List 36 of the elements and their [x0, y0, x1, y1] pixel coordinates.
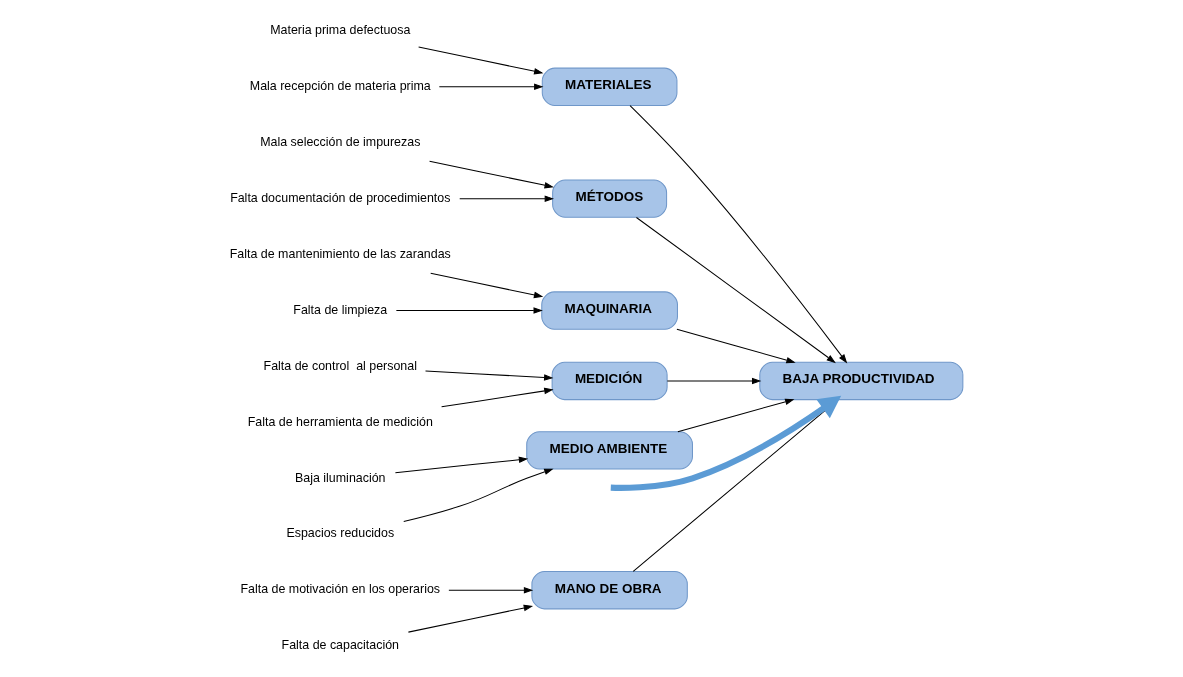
arrow — [440, 387, 554, 408]
node-text: Falta de motivación en los operarios — [240, 582, 440, 597]
node-text: Mala recepción de materia prima — [249, 78, 431, 93]
arrow — [394, 456, 528, 474]
arrow — [447, 586, 533, 594]
node-text: Falta de limpieza — [292, 302, 387, 317]
node-text: Falta documentación de procedimientos — [229, 190, 450, 205]
node-box: MANO DE OBRA — [530, 571, 688, 610]
arrow — [417, 46, 543, 75]
arrow — [395, 307, 543, 314]
node-box: MEDICIÓN — [551, 361, 668, 401]
node-box: MEDIO AMBIENTE — [525, 431, 693, 470]
node-text: Materia prima defectuosa — [269, 23, 410, 38]
node-text: Baja iluminación — [294, 470, 385, 485]
arrow — [429, 272, 543, 299]
node-text: Falta de capacitación — [281, 638, 399, 653]
arrow — [676, 398, 794, 433]
node-text: Falta de mantenimiento de las zarandas — [229, 246, 451, 261]
arrow — [666, 377, 761, 385]
arrow — [458, 195, 554, 202]
arrow — [428, 160, 554, 189]
node-box: MÉTODOS — [551, 179, 667, 218]
arrow — [635, 216, 836, 364]
arrow — [675, 328, 796, 364]
node-text: Espacios reducidos — [285, 526, 394, 541]
node-text: Falta de herramienta de medición — [247, 414, 433, 429]
arrow — [629, 105, 847, 364]
arrow — [407, 604, 533, 633]
node-box: MAQUINARIA — [540, 291, 678, 330]
node-text: Falta de control al personal — [263, 358, 417, 373]
arrow — [424, 370, 553, 381]
node-box: BAJA PRODUCTIVIDAD — [758, 361, 963, 401]
node-box: MATERIALES — [541, 67, 677, 106]
arrow — [438, 83, 543, 91]
node-text: Mala selección de impurezas — [259, 134, 420, 149]
arrow — [402, 468, 554, 522]
